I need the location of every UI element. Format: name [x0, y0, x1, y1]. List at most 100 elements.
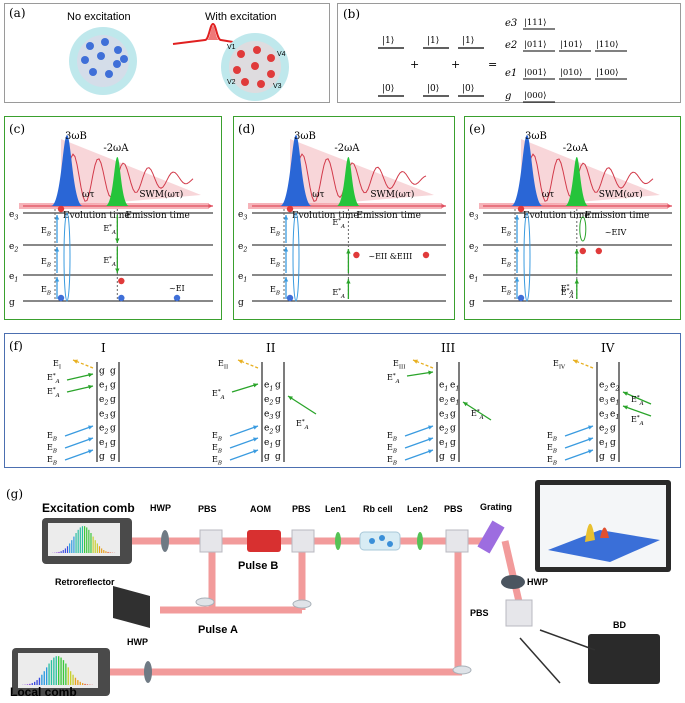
- comb-tooth: [70, 671, 71, 685]
- aom-label: AOM: [250, 504, 271, 514]
- eb-label-2: EB: [212, 431, 222, 442]
- atom-mixed-2: [596, 248, 602, 254]
- ket-state-4: e1: [599, 438, 608, 450]
- ket-state-3: e2: [439, 424, 448, 436]
- with-excitation-label: With excitation: [205, 11, 277, 23]
- bra-state-2: g: [275, 409, 281, 419]
- emitted-field-arrow: [73, 360, 93, 368]
- state-000: |000⟩: [524, 91, 546, 101]
- tau-label: ωτ: [82, 190, 94, 200]
- level-label-e3: e3: [238, 210, 247, 222]
- ket-state-3: e3: [99, 409, 108, 421]
- atom-e3: [518, 206, 524, 212]
- eb-arrow-2: [230, 425, 258, 436]
- bra-state-4: g: [450, 438, 456, 448]
- plus-2: +: [451, 58, 460, 71]
- hwp-label-1: HWP: [150, 503, 171, 513]
- comb-tooth: [63, 660, 64, 685]
- emitted-field-arrow: [573, 360, 593, 368]
- comb-tooth: [80, 527, 81, 553]
- comb-tooth: [51, 660, 52, 685]
- eb-label-0: EB: [212, 455, 222, 466]
- comb-tooth: [101, 548, 102, 553]
- bra-state-0: e2: [610, 381, 619, 393]
- eb-label-0: EB: [47, 455, 57, 466]
- comb-tooth: [65, 664, 66, 685]
- comb-tooth: [39, 678, 40, 685]
- emission-note: ~EIV: [605, 228, 627, 237]
- eb-arrow-0: [65, 449, 93, 460]
- aom-device: [247, 530, 281, 552]
- ket-state-5: g: [439, 452, 445, 462]
- ea-label-0: E*A: [212, 389, 225, 401]
- bra-state-3: g: [110, 409, 116, 419]
- atom-e3: [58, 206, 64, 212]
- panel-b: (b) |1⟩ |0⟩ |1⟩ |0⟩ |1⟩ |0⟩ + + = e3 e2 …: [337, 3, 681, 103]
- ea-label-0: E*A: [631, 395, 644, 407]
- comb-tooth: [58, 552, 59, 553]
- level-e2: e2: [505, 40, 517, 51]
- hwp-3: [501, 575, 525, 589]
- eb-label-2: EB: [547, 431, 557, 442]
- emitted-field-arrow: [238, 360, 258, 368]
- pbs-label-2: PBS: [292, 504, 311, 514]
- panel-a-figure: (a) No excitation With excitation V1 V2 …: [5, 4, 331, 104]
- bra-state-0: g: [275, 381, 281, 391]
- comb-tooth: [71, 540, 72, 553]
- emitted-field-label: EIV: [553, 359, 566, 370]
- eb-label-2: EB: [501, 226, 511, 237]
- comb-tooth: [58, 656, 59, 685]
- panel-g-tag: (g): [6, 487, 23, 501]
- eb-label-1: EB: [212, 443, 222, 454]
- tau-label: ωτ: [542, 190, 554, 200]
- ket-state-5: e1: [99, 438, 108, 450]
- eb-arrow-0: [284, 277, 288, 299]
- lens-2: [417, 532, 423, 550]
- ket-state-1: e2: [264, 395, 273, 407]
- ket-state-6: g: [99, 452, 105, 462]
- eb-arrow-1: [65, 437, 93, 448]
- eb-label-2: EB: [41, 226, 51, 237]
- pump-label: 3ωB: [294, 131, 316, 142]
- comb-tooth: [60, 658, 61, 685]
- local-comb-label: Local comb: [10, 685, 77, 699]
- no-excitation-label: No excitation: [67, 11, 131, 23]
- ket-state-5: g: [599, 452, 605, 462]
- emitted-field-arrow: [413, 360, 433, 368]
- diagram-title-III: III: [441, 341, 455, 355]
- atom-mixed-2: [423, 252, 429, 258]
- eb-arrow-2: [65, 425, 93, 436]
- hwp-2: [144, 661, 152, 683]
- atom-mixed: [580, 248, 586, 254]
- ea-arrow-0: [67, 373, 93, 380]
- bra-state-1: e1: [610, 395, 619, 407]
- atom-label-v3: V3: [273, 83, 282, 90]
- comb-tooth: [69, 543, 70, 553]
- eb-label-0: EB: [270, 285, 280, 296]
- hwp-label-3: HWP: [527, 577, 548, 587]
- comb-tooth: [97, 543, 98, 553]
- pbs-label-3: PBS: [444, 504, 463, 514]
- diagram-title-IV: IV: [601, 341, 615, 355]
- emitted-field-label: EII: [218, 359, 228, 370]
- comb-tooth: [99, 546, 100, 553]
- bra-state-1: g: [110, 381, 116, 391]
- bra-state-3: g: [610, 424, 616, 434]
- bra-state-2: g: [450, 409, 456, 419]
- atom-g3: [174, 295, 180, 301]
- panel-f-tag: (f): [9, 339, 23, 353]
- bra-state-3: g: [275, 424, 281, 434]
- eb-arrow-2: [565, 425, 593, 436]
- ea-arrow-1: [575, 279, 579, 299]
- level-label-g: g: [9, 298, 15, 308]
- pump-label: 3ωB: [65, 131, 87, 142]
- ea-label-1: E*A: [332, 288, 345, 300]
- bra-state-6: g: [110, 452, 116, 462]
- comb-tooth: [65, 548, 66, 553]
- atom-label-v2: V2: [227, 79, 236, 86]
- ket-state-0: e2: [599, 381, 608, 393]
